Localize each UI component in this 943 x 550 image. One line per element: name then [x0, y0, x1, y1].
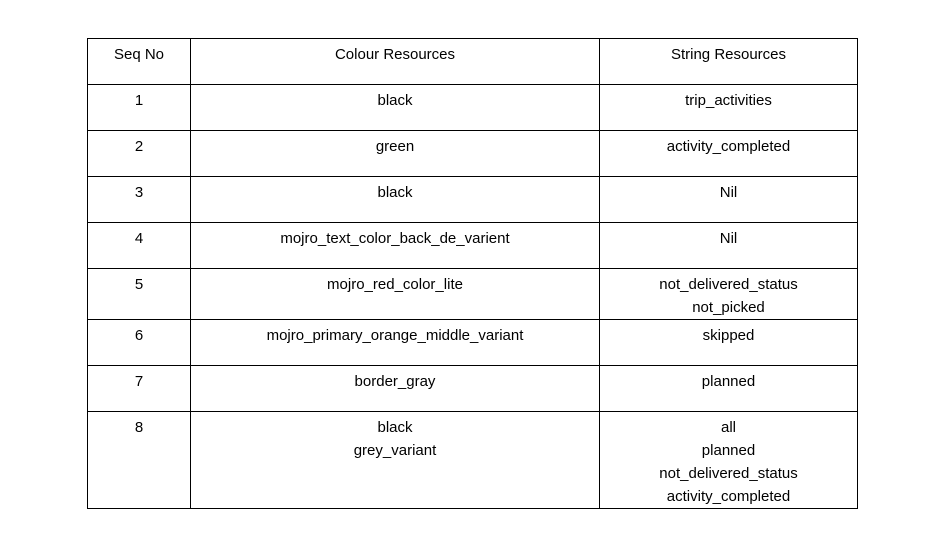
colour-cell: black grey_variant	[190, 411, 600, 509]
string-value: not_picked	[692, 299, 765, 316]
string-value: planned	[701, 442, 756, 459]
string-value: not_delivered_status	[659, 276, 798, 293]
seq-cell: 6	[87, 319, 191, 366]
header-colour-resources: Colour Resources	[190, 38, 600, 85]
colour-value: black	[377, 184, 413, 201]
string-value: not_delivered_status	[659, 465, 798, 482]
header-label: Seq No	[113, 46, 165, 63]
seq-value: 2	[134, 138, 144, 155]
seq-cell: 3	[87, 176, 191, 223]
seq-cell: 8	[87, 411, 191, 509]
string-cell: not_delivered_status not_picked	[599, 268, 858, 320]
seq-cell: 1	[87, 84, 191, 131]
colour-cell: mojro_primary_orange_middle_variant	[190, 319, 600, 366]
table-row: 4 mojro_text_color_back_de_varient Nil	[87, 222, 858, 269]
string-value: all	[720, 419, 736, 436]
string-value: planned	[701, 373, 756, 390]
string-value: skipped	[702, 327, 755, 344]
colour-cell: border_gray	[190, 365, 600, 412]
table-header-row: Seq No Colour Resources String Resources	[87, 38, 858, 85]
string-cell: Nil	[599, 176, 858, 223]
string-cell: activity_completed	[599, 130, 858, 177]
colour-value: black	[377, 92, 413, 109]
colour-cell: black	[190, 84, 600, 131]
string-value: activity_completed	[666, 488, 791, 505]
colour-cell: mojro_text_color_back_de_varient	[190, 222, 600, 269]
seq-value: 1	[134, 92, 144, 109]
seq-value: 7	[134, 373, 144, 390]
seq-value: 4	[134, 230, 144, 247]
table-row: 1 black trip_activities	[87, 84, 858, 131]
string-cell: all planned not_delivered_status activit…	[599, 411, 858, 509]
table-row: 8 black grey_variant all planned not_del…	[87, 411, 858, 509]
string-cell: Nil	[599, 222, 858, 269]
resources-table: Seq No Colour Resources String Resources…	[87, 38, 858, 509]
string-value: activity_completed	[666, 138, 791, 155]
seq-value: 3	[134, 184, 144, 201]
colour-value: black	[377, 419, 413, 436]
colour-value: mojro_primary_orange_middle_variant	[266, 327, 524, 344]
string-cell: planned	[599, 365, 858, 412]
seq-cell: 2	[87, 130, 191, 177]
seq-cell: 7	[87, 365, 191, 412]
header-seq-no: Seq No	[87, 38, 191, 85]
colour-value: mojro_text_color_back_de_varient	[280, 230, 510, 247]
string-value: Nil	[719, 184, 738, 201]
table-row: 5 mojro_red_color_lite not_delivered_sta…	[87, 268, 858, 320]
header-string-resources: String Resources	[599, 38, 858, 85]
header-label: String Resources	[670, 46, 787, 63]
string-cell: skipped	[599, 319, 858, 366]
table-row: 6 mojro_primary_orange_middle_variant sk…	[87, 319, 858, 366]
seq-value: 8	[134, 419, 144, 436]
seq-value: 6	[134, 327, 144, 344]
colour-cell: mojro_red_color_lite	[190, 268, 600, 320]
colour-cell: black	[190, 176, 600, 223]
header-label: Colour Resources	[334, 46, 456, 63]
colour-value: grey_variant	[353, 442, 437, 459]
colour-value: green	[375, 138, 415, 155]
seq-cell: 5	[87, 268, 191, 320]
table-row: 2 green activity_completed	[87, 130, 858, 177]
table-row: 3 black Nil	[87, 176, 858, 223]
seq-cell: 4	[87, 222, 191, 269]
string-value: Nil	[719, 230, 738, 247]
colour-value: border_gray	[354, 373, 436, 390]
seq-value: 5	[134, 276, 144, 293]
table-row: 7 border_gray planned	[87, 365, 858, 412]
colour-value: mojro_red_color_lite	[327, 276, 463, 293]
string-cell: trip_activities	[599, 84, 858, 131]
string-value: trip_activities	[685, 92, 772, 109]
colour-cell: green	[190, 130, 600, 177]
